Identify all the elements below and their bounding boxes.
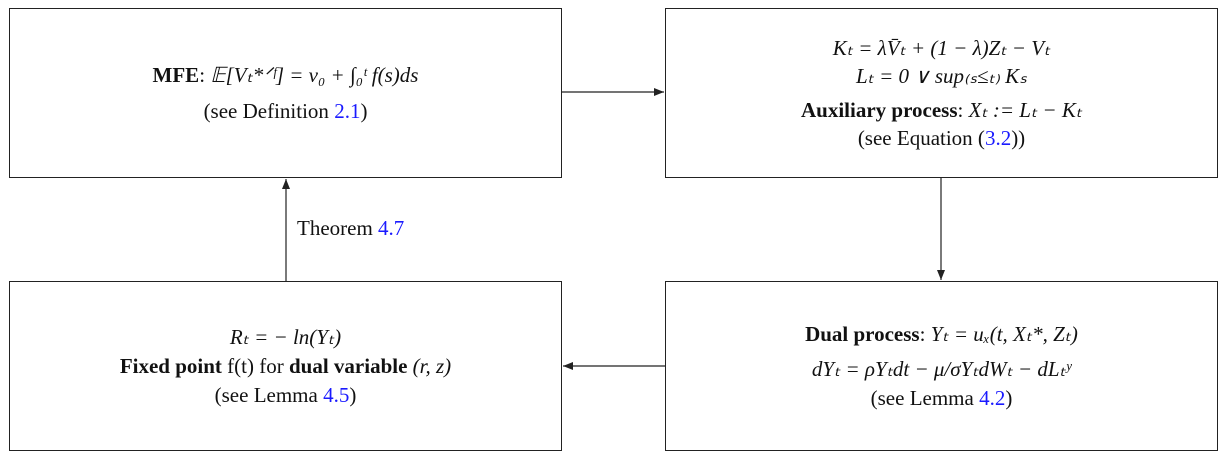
mfe-equation: 𝔼[Vₜ*ᐟᶠ] = v₀ + ∫₀ᵗ f(s)ds: [210, 63, 419, 87]
auxiliary-reference: (see Equation (3.2)): [858, 124, 1025, 152]
dual-variable-label: dual variable: [288, 353, 408, 378]
dual-reference: (see Lemma 4.2): [871, 384, 1013, 413]
theorem-prefix: Theorem: [297, 216, 379, 240]
auxiliary-label: Auxiliary process: [800, 98, 958, 122]
dual-variables: (r, z): [412, 353, 452, 378]
l-equation: Lₜ = 0 ∨ sup₍ₛ≤ₜ₎ Kₛ: [855, 64, 1028, 88]
fixed-point-mid: f(t) for: [221, 353, 289, 378]
dual-process-box: Dual process: Yₜ = uₓ(t, Xₜ*, Zₜ) dYₜ = …: [665, 281, 1218, 451]
see-suffix: ): [349, 382, 357, 407]
equation-link[interactable]: 3.2: [984, 126, 1012, 150]
r-equation: Rₜ = − ln(Yₜ): [229, 324, 342, 349]
see-prefix: (see Equation (: [857, 126, 985, 150]
fixed-point-label: Fixed point: [119, 353, 222, 378]
auxiliary-box: Kₜ = λV̄ₜ + (1 − λ)Zₜ − Vₜ Lₜ = 0 ∨ sup₍…: [665, 8, 1218, 178]
mfe-label: MFE: [152, 63, 200, 87]
dual-equation: Yₜ = uₓ(t, Xₜ*, Zₜ): [930, 321, 1078, 346]
k-equation: Kₜ = λV̄ₜ + (1 − λ)Zₜ − Vₜ: [832, 36, 1051, 60]
see-suffix: ): [360, 99, 368, 123]
dy-equation: dYₜ = ρYₜdt − μ/σYₜdWₜ − dLₜʸ: [811, 356, 1072, 381]
fixed-point-box: Rₜ = − ln(Yₜ) Fixed point f(t) for dual …: [9, 281, 562, 451]
see-prefix: (see Lemma: [214, 382, 324, 407]
see-suffix: ): [1005, 385, 1013, 410]
theorem-link[interactable]: 4.7: [378, 216, 405, 240]
see-prefix: (see Definition: [203, 99, 335, 123]
mfe-reference: (see Definition 2.1): [204, 96, 368, 126]
definition-link[interactable]: 2.1: [334, 99, 361, 123]
dual-label: Dual process: [805, 321, 920, 346]
see-suffix: )): [1011, 126, 1026, 150]
dual-line: Dual process: Yₜ = uₓ(t, Xₜ*, Zₜ): [805, 321, 1078, 346]
see-prefix: (see Lemma: [870, 385, 980, 410]
auxiliary-line: Auxiliary process: Xₜ := Lₜ − Kₜ: [800, 98, 1083, 122]
mfe-line: MFE: 𝔼[Vₜ*ᐟᶠ] = v₀ + ∫₀ᵗ f(s)ds: [152, 63, 419, 87]
fixed-point-line: Fixed point f(t) for dual variable (r, z…: [120, 352, 451, 381]
fixed-point-reference: (see Lemma 4.5): [215, 381, 357, 410]
lemma-link[interactable]: 4.5: [323, 382, 350, 407]
lemma-link[interactable]: 4.2: [979, 385, 1006, 410]
theorem-edge-label: Theorem 4.7: [297, 216, 404, 241]
mfe-box: MFE: 𝔼[Vₜ*ᐟᶠ] = v₀ + ∫₀ᵗ f(s)ds (see Def…: [9, 8, 562, 178]
auxiliary-equation: Xₜ := Lₜ − Kₜ: [968, 98, 1083, 122]
